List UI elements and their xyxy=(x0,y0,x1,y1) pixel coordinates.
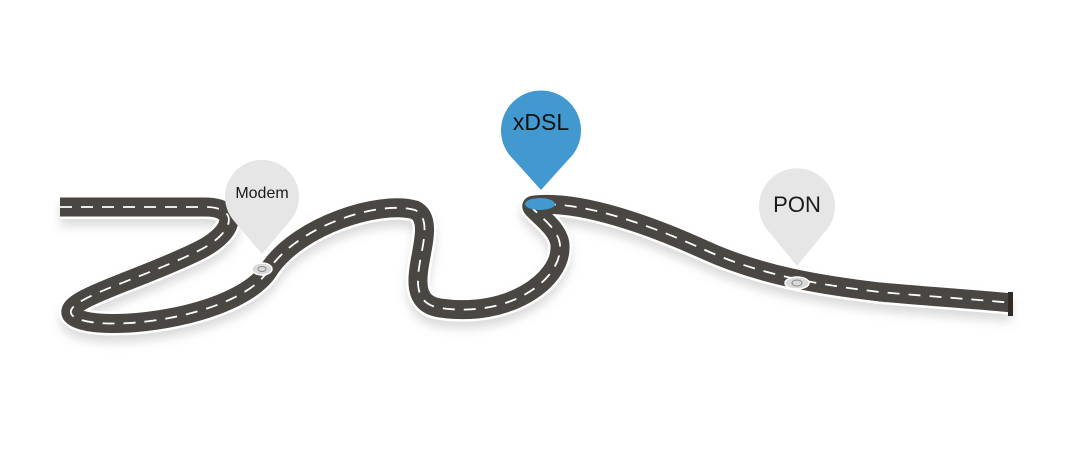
map-pin-icon xyxy=(225,159,299,254)
pin-anchor-inner-pon xyxy=(791,279,803,287)
milestone-label-xdsl: xDSL xyxy=(513,109,569,135)
milestone-pon[interactable]: PON xyxy=(759,168,835,290)
milestone-modem[interactable]: Modem xyxy=(225,159,299,276)
lane-marking xyxy=(60,203,1013,325)
pin-anchor-pon xyxy=(784,276,810,290)
pin-anchor-modem xyxy=(251,262,273,276)
road xyxy=(58,192,1014,343)
pin-anchor-inner-modem xyxy=(257,266,267,272)
road-end-cap xyxy=(1008,292,1013,316)
pin-anchor-xdsl xyxy=(525,198,555,210)
map-pin-icon xyxy=(759,168,835,266)
milestone-label-modem: Modem xyxy=(235,185,288,202)
milestone-xdsl[interactable]: xDSL xyxy=(500,90,581,210)
milestone-label-pon: PON xyxy=(773,192,821,217)
map-pin-icon xyxy=(500,90,581,190)
